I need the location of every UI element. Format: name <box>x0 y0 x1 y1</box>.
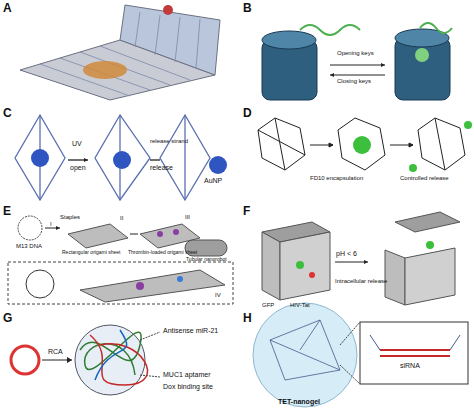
panel-letter: B <box>243 2 252 15</box>
annotation: RCA <box>48 348 63 355</box>
step-numeral: I <box>50 221 52 227</box>
panel-letter: G <box>3 312 12 325</box>
tet-nanogel <box>253 303 468 407</box>
annotation: Controlled release <box>400 175 449 181</box>
annotation: Thrombin-loaded origami sheet <box>128 250 197 255</box>
annotation: TET-nanogel <box>278 398 320 405</box>
octahedron-cage <box>15 115 227 200</box>
annotation: HIV-Tat <box>290 302 310 308</box>
annotation: Antisense miR-21 <box>163 327 218 334</box>
nanobarrel <box>262 23 452 100</box>
panel-letter: C <box>3 107 12 120</box>
step-numeral: IV <box>215 292 221 298</box>
step-numeral: III <box>185 214 190 220</box>
panel-letter: D <box>243 107 252 120</box>
annotation: Staples <box>60 214 80 220</box>
panel-letter: E <box>3 205 11 218</box>
annotation: release <box>150 164 173 171</box>
icosahedron-cage <box>258 118 472 172</box>
panel-letter: A <box>3 2 12 15</box>
annotation: Tubular nanorobot <box>186 257 227 262</box>
annotation: Intracellular release <box>335 278 387 284</box>
annotation: AuNP <box>204 177 222 184</box>
panel-letter: H <box>243 312 252 325</box>
annotation: M13 DNA <box>16 243 42 249</box>
annotation: Dox binding site <box>163 383 213 390</box>
annotation: open <box>70 164 86 171</box>
annotation: release strand <box>150 138 188 144</box>
annotation: Opening keys <box>337 50 374 56</box>
annotation: GFP <box>262 302 274 308</box>
annotation: siRNA <box>400 362 420 369</box>
annotation: Closing keys <box>337 78 371 84</box>
annotation: Rectangular origami sheet <box>62 250 120 255</box>
annotation: FD10 encapsulation <box>310 175 363 181</box>
origami-sheet <box>20 5 220 100</box>
annotation: MUC1 aptamer <box>163 371 210 378</box>
annotation: UV <box>72 140 82 147</box>
origami-nanorobot <box>8 216 233 304</box>
rca-nanoball <box>11 325 160 395</box>
step-numeral: II <box>120 215 123 221</box>
dna-box <box>262 212 460 305</box>
annotation: pH < 6 <box>336 250 357 257</box>
panel-letter: F <box>243 205 250 218</box>
